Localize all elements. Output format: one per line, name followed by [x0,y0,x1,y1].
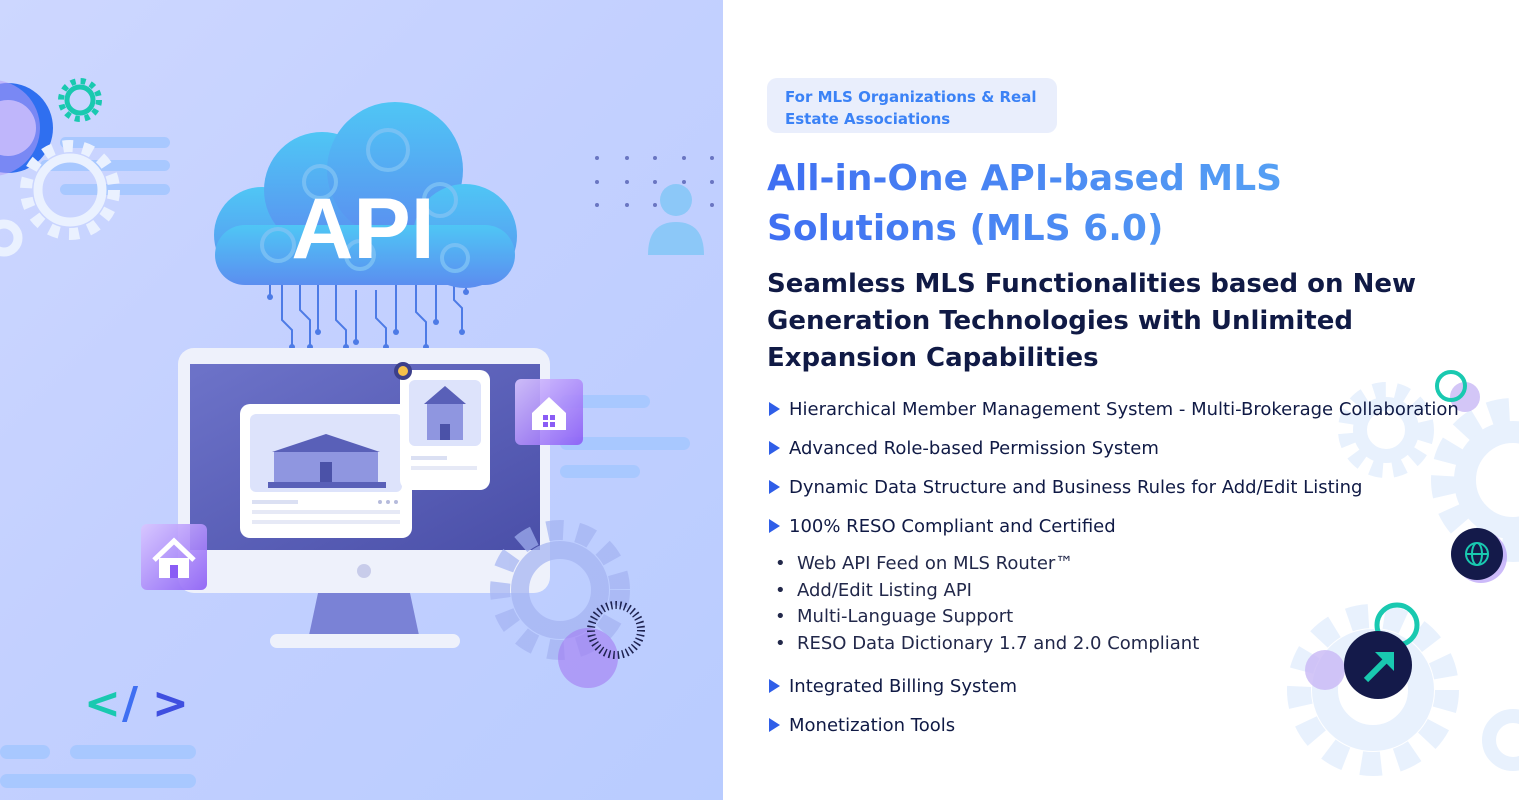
feature-text: Hierarchical Member Management System - … [789,399,1459,420]
sub-list-item: RESO Data Dictionary 1.7 and 2.0 Complia… [773,631,1467,658]
list-item: Dynamic Data Structure and Business Rule… [767,476,1467,500]
bullet-triangle-icon [769,402,780,416]
listing-card [394,362,490,490]
feature-text: Advanced Role-based Permission System [789,438,1159,459]
list-item: Monetization Tools [767,714,1467,738]
hero-illustration: < / > API [0,0,723,800]
dot-grid [595,156,714,207]
page-title: All-in-One API-based MLS Solutions (MLS … [767,154,1387,254]
code-icon: < / > [84,678,189,729]
sub-feature-list: Web API Feed on MLS Router™ Add/Edit Lis… [773,551,1467,657]
bullet-triangle-icon [769,718,780,732]
feature-text: 100% RESO Compliant and Certified [789,516,1116,537]
bullet-triangle-icon [769,519,780,533]
gear-icon [0,80,53,176]
audience-badge: For MLS Organizations & Real Estate Asso… [767,78,1057,133]
sub-feature-group: Web API Feed on MLS Router™ Add/Edit Lis… [767,551,1467,657]
feature-text: Dynamic Data Structure and Business Rule… [789,477,1363,498]
sub-list-item: Add/Edit Listing API [773,578,1467,605]
gear-icon [58,78,102,122]
cloud-label: API [291,181,434,277]
sub-list-item: Multi-Language Support [773,604,1467,631]
gear-icon [0,140,120,257]
code-bracket-left: < [84,678,121,729]
page-subtitle: Seamless MLS Functionalities based on Ne… [767,269,1417,373]
gear-icon [260,128,470,273]
code-bracket-right: > [152,678,189,729]
list-item: Advanced Role-based Permission System [767,437,1467,461]
feature-text: Integrated Billing System [789,676,1018,697]
house-icon [141,524,207,590]
circuit-lines [269,270,467,345]
list-item: 100% RESO Compliant and Certified [767,515,1467,539]
content-panel [723,0,1519,800]
sub-list-item: Web API Feed on MLS Router™ [773,551,1467,578]
bullet-triangle-icon [769,441,780,455]
bullet-triangle-icon [769,480,780,494]
listing-card [240,404,412,538]
feature-list: Hierarchical Member Management System - … [767,398,1467,753]
list-item: Hierarchical Member Management System - … [767,398,1467,422]
bullet-triangle-icon [769,679,780,693]
user-icon [648,184,704,255]
house-icon [515,379,583,445]
feature-text: Monetization Tools [789,715,956,736]
code-slash: / [122,678,139,729]
illustration-svg: < / > API [0,78,714,788]
list-item: Integrated Billing System [767,675,1467,699]
